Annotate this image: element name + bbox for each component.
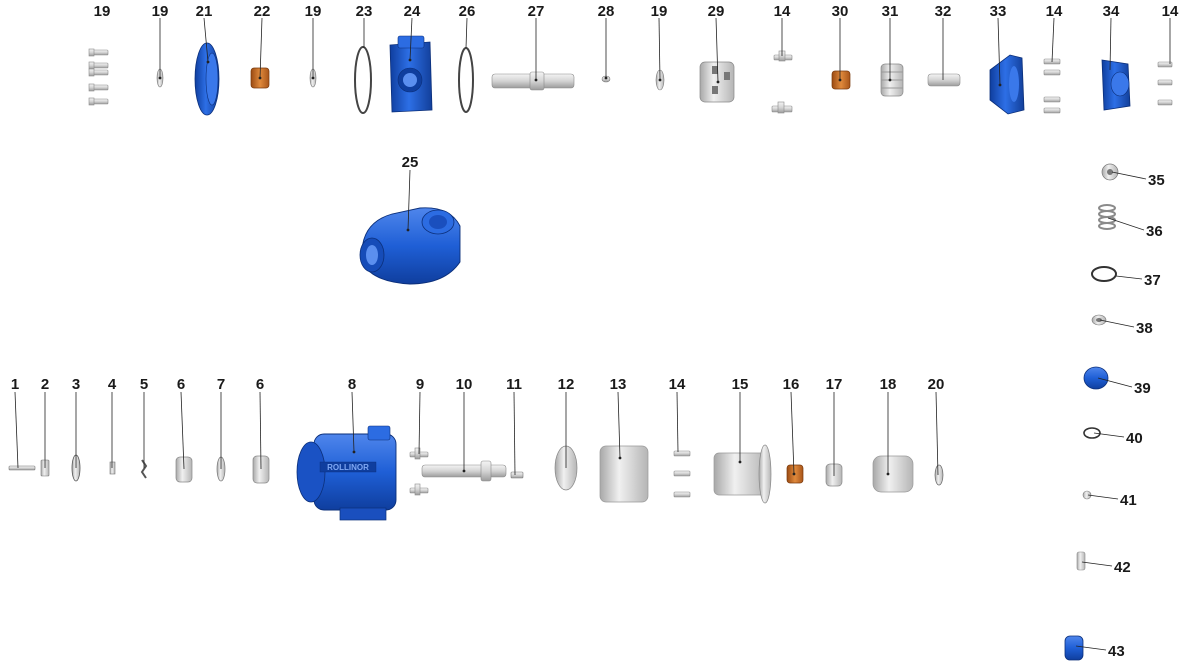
part-6-bearing-a	[175, 456, 193, 483]
part-14-bolts-b	[771, 50, 793, 114]
part-15-bearing-housing	[713, 444, 772, 504]
callout-26: 26	[459, 3, 476, 20]
callout-25: 25	[402, 154, 419, 171]
callout-15: 15	[732, 376, 749, 393]
callout-27: 27	[528, 3, 545, 20]
callout-43: 43	[1108, 643, 1125, 660]
callout-6: 6	[256, 376, 264, 393]
callout-40: 40	[1126, 430, 1143, 447]
callout-19: 19	[305, 3, 322, 20]
callout-19: 19	[651, 3, 668, 20]
callout-10: 10	[456, 376, 473, 393]
callout-14: 14	[669, 376, 686, 393]
callout-11: 11	[506, 376, 522, 393]
callout-3: 3	[72, 376, 80, 393]
callout-16: 16	[783, 376, 800, 393]
part-25-pump-head-assembly	[359, 207, 461, 285]
leader-dots	[158, 58, 1002, 476]
callout-34: 34	[1103, 3, 1120, 20]
part-4-washer	[109, 461, 116, 475]
part-34-blue-valve-housing	[1101, 59, 1131, 111]
callout-42: 42	[1114, 559, 1131, 576]
callout-21: 21	[196, 3, 213, 20]
part-27-shaft	[491, 71, 575, 91]
callout-39: 39	[1134, 380, 1151, 397]
callout-6: 6	[177, 376, 185, 393]
part-33-blue-cover	[989, 54, 1025, 115]
part-23-o-ring	[354, 46, 372, 114]
callout-38: 38	[1136, 320, 1153, 337]
part-42-screw	[1076, 551, 1086, 571]
motor-brand-text: ROLLINOR	[327, 463, 369, 472]
callout-2: 2	[41, 376, 49, 393]
part-43-blue-fitting	[1064, 635, 1084, 661]
callout-30: 30	[832, 3, 849, 20]
part-35-valve-nut	[1101, 163, 1119, 181]
callout-33: 33	[990, 3, 1007, 20]
callout-5: 5	[140, 376, 148, 393]
part-38-valve-seat	[1091, 314, 1107, 326]
callout-8: 8	[348, 376, 356, 393]
part-14-bolts-c	[1043, 58, 1061, 114]
callout-29: 29	[708, 3, 725, 20]
part-14-bolts-a	[673, 450, 691, 498]
callout-labels: 19 19 21 22 19 23 24 26 27 28 19 29 14 3…	[11, 3, 1179, 660]
callout-13: 13	[610, 376, 627, 393]
part-11-key	[510, 471, 524, 479]
part-8-motor: ROLLINOR	[296, 425, 397, 521]
callout-14: 14	[1162, 3, 1179, 20]
part-18-end-cap	[872, 455, 914, 493]
part-1-pin	[8, 465, 36, 471]
part-21-flange	[194, 42, 220, 116]
part-37-o-ring	[1091, 266, 1117, 282]
part-20-bolts	[88, 48, 109, 106]
callout-12: 12	[558, 376, 575, 393]
callout-23: 23	[356, 3, 373, 20]
callout-18: 18	[880, 376, 897, 393]
part-31-gear	[880, 63, 904, 97]
part-26-o-ring	[458, 47, 474, 113]
callout-17: 17	[826, 376, 843, 393]
callout-19: 19	[152, 3, 169, 20]
callout-24: 24	[404, 3, 421, 20]
callout-14: 14	[774, 3, 791, 20]
callout-28: 28	[598, 3, 615, 20]
callout-19: 20	[928, 376, 945, 393]
callout-9: 9	[416, 376, 424, 393]
part-39-blue-cap	[1083, 366, 1109, 390]
part-13-sleeve	[599, 445, 649, 503]
callout-35: 35	[1148, 172, 1165, 189]
callout-22: 22	[254, 3, 271, 20]
callout-20: 19	[94, 3, 111, 20]
part-36-spring	[1098, 204, 1116, 230]
callout-41: 41	[1120, 492, 1137, 509]
callout-37: 37	[1144, 272, 1161, 289]
leader-lines	[14, 17, 1171, 651]
callout-4: 4	[108, 376, 117, 393]
part-19-washer-d	[934, 464, 944, 486]
callout-7: 7	[217, 376, 225, 393]
part-32-pin	[927, 73, 961, 87]
callout-31: 31	[882, 3, 899, 20]
callout-32: 32	[935, 3, 952, 20]
part-14-bolts-d	[1157, 61, 1173, 106]
callout-14: 14	[1046, 3, 1063, 20]
part-24-pump-casing	[389, 35, 433, 113]
part-40-o-ring	[1083, 427, 1101, 439]
callout-1: 1	[11, 376, 19, 393]
callout-36: 36	[1146, 223, 1163, 240]
